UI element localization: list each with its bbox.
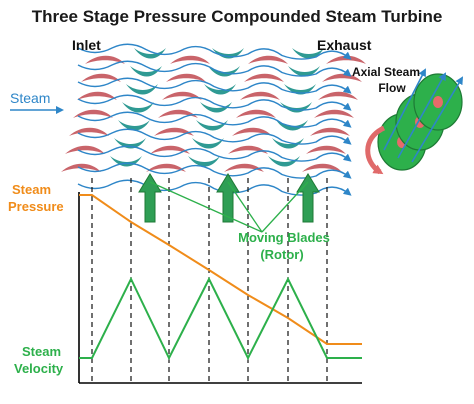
steam-streamline: [77, 43, 352, 60]
steam-streamline: [77, 77, 352, 94]
fixed-blade: [310, 127, 350, 136]
moving-blade: [126, 84, 158, 95]
fixed-blade: [158, 109, 198, 118]
fixed-blade: [236, 109, 276, 118]
fixed-blade: [318, 91, 358, 100]
fixed-blade: [248, 55, 288, 64]
steam-streamline: [77, 128, 352, 145]
moving-blades-label-2: (Rotor): [260, 247, 303, 262]
steam-velocity-curve: [79, 276, 362, 361]
steam-streamline: [77, 111, 352, 128]
steam-velocity-label-2: Velocity: [14, 361, 64, 376]
steam-pressure-label-2: Pressure: [8, 199, 64, 214]
moving-blade-up-arrow: [138, 173, 162, 223]
moving-blades-label-1: Moving Blades: [238, 230, 330, 245]
moving-blade-up-arrow: [296, 173, 320, 223]
moving-blade-up-arrow: [216, 173, 240, 223]
steam-flow-lines: [77, 43, 352, 196]
steam-streamline: [77, 145, 352, 162]
fixed-blade: [244, 73, 284, 82]
fixed-blade: [69, 127, 109, 136]
axial-steam-flow-label-2: Flow: [378, 81, 406, 95]
rotation-arrow-icon: [365, 125, 386, 175]
moving-blade: [188, 156, 220, 167]
moving-blade: [276, 120, 308, 131]
fixed-blade: [306, 145, 346, 154]
fixed-blade: [240, 91, 280, 100]
moving-blade-arrows: [138, 173, 320, 223]
steam-pressure-curve: [79, 194, 362, 345]
fixed-blade: [170, 55, 210, 64]
steam-streamline: [77, 94, 352, 111]
fixed-blade: [154, 127, 194, 136]
fixed-blade: [314, 109, 354, 118]
moving-blade: [122, 102, 154, 113]
fixed-blade: [228, 145, 268, 154]
steam-pressure-label-1: Steam: [12, 182, 51, 197]
fixed-blade: [162, 91, 202, 100]
moving-blade: [134, 48, 166, 59]
axial-steam-flow-label-1: Axial Steam: [352, 65, 420, 79]
exhaust-label: Exhaust: [317, 37, 372, 53]
diagram-title: Three Stage Pressure Compounded Steam Tu…: [32, 7, 443, 26]
steam-velocity-label-1: Steam: [22, 344, 61, 359]
moving-blade: [272, 138, 304, 149]
steam-label: Steam: [10, 90, 50, 106]
moving-blade: [208, 66, 240, 77]
inlet-label: Inlet: [72, 37, 101, 53]
fixed-blade: [326, 55, 366, 64]
rotor-leader-lines: [149, 181, 309, 233]
rotor-discs-illustration: [365, 68, 464, 175]
fixed-blade: [150, 145, 190, 154]
fixed-blade: [232, 127, 272, 136]
steam-streamline: [77, 60, 352, 77]
moving-blade: [196, 120, 228, 131]
